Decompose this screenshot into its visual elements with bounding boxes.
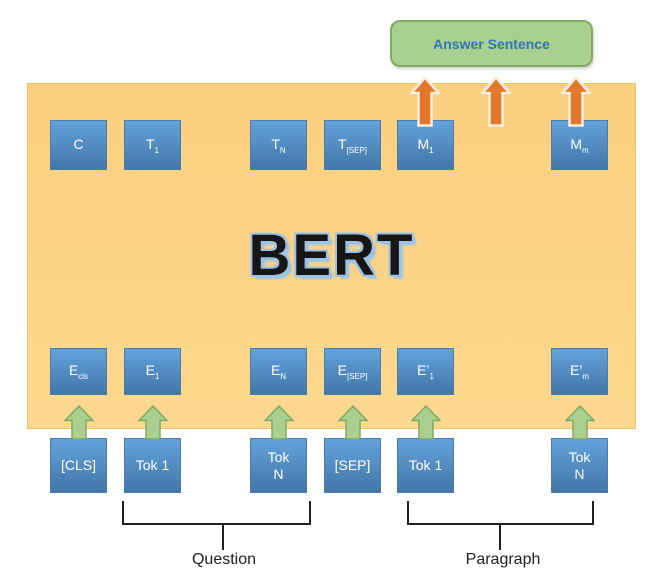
input-up-arrow-icon-3: [264, 405, 294, 440]
box-label: [SEP]: [334, 457, 371, 474]
box-label: Tok 1: [135, 457, 170, 474]
token-box-sep: [SEP]: [324, 438, 381, 493]
output-up-arrow-icon-2: [481, 76, 511, 127]
input-up-arrow-icon-6: [565, 405, 595, 440]
group-braces: [122, 501, 594, 550]
input-up-arrow-icon-2: [138, 405, 168, 440]
output-box-t1: T1: [124, 120, 181, 170]
output-up-arrow-icon-1: [410, 76, 440, 127]
output-box-mm: Mm: [551, 120, 608, 170]
box-label: TN: [271, 135, 286, 155]
paragraph-brace: [407, 501, 594, 550]
embedding-box-e1: E1: [124, 348, 181, 395]
box-label: Tok 1: [408, 457, 443, 474]
embedding-box-eprimem: E’m: [551, 348, 608, 395]
box-label: E’m: [569, 362, 590, 381]
embedding-box-ecls: Ecls: [50, 348, 107, 395]
output-up-arrow-icon-3: [561, 76, 591, 127]
bert-title: BERT: [248, 223, 415, 288]
box-label: C: [73, 135, 84, 152]
box-label: Tok N: [568, 449, 591, 482]
input-up-arrow-icon-5: [411, 405, 441, 440]
box-label: E[SEP]: [337, 362, 368, 381]
box-label: E’1: [417, 362, 434, 381]
box-label: Ecls: [68, 362, 89, 381]
output-box-tn: TN: [250, 120, 307, 170]
token-box-tokn-paragraph: Tok N: [551, 438, 608, 493]
box-label: EN: [270, 362, 287, 381]
embedding-box-esep: E[SEP]: [324, 348, 381, 395]
answer-sentence-label: Answer Sentence: [433, 35, 550, 52]
box-label: E1: [145, 362, 160, 381]
token-box-tokn-question: Tok N: [250, 438, 307, 493]
embedding-box-eprime1: E’1: [397, 348, 454, 395]
question-brace: [122, 501, 311, 550]
input-up-arrow-icon-4: [338, 405, 368, 440]
box-label: T[SEP]: [337, 135, 367, 155]
output-box-m1: M1: [397, 120, 454, 170]
box-label: T1: [145, 135, 159, 155]
token-box-tok1-question: Tok 1: [124, 438, 181, 493]
token-box-cls: [CLS]: [50, 438, 107, 493]
token-box-tok1-paragraph: Tok 1: [397, 438, 454, 493]
input-up-arrow-icon-1: [64, 405, 94, 440]
box-label: M1: [417, 135, 434, 155]
output-box-c: C: [50, 120, 107, 170]
answer-sentence-box: Answer Sentence: [390, 20, 593, 67]
embedding-box-en: EN: [250, 348, 307, 395]
output-box-tsep: T[SEP]: [324, 120, 381, 170]
box-label: [CLS]: [60, 457, 96, 474]
box-label: Mm: [570, 135, 589, 155]
paragraph-label: Paragraph: [465, 551, 541, 568]
question-label: Question: [191, 551, 257, 568]
box-label: Tok N: [267, 449, 290, 482]
